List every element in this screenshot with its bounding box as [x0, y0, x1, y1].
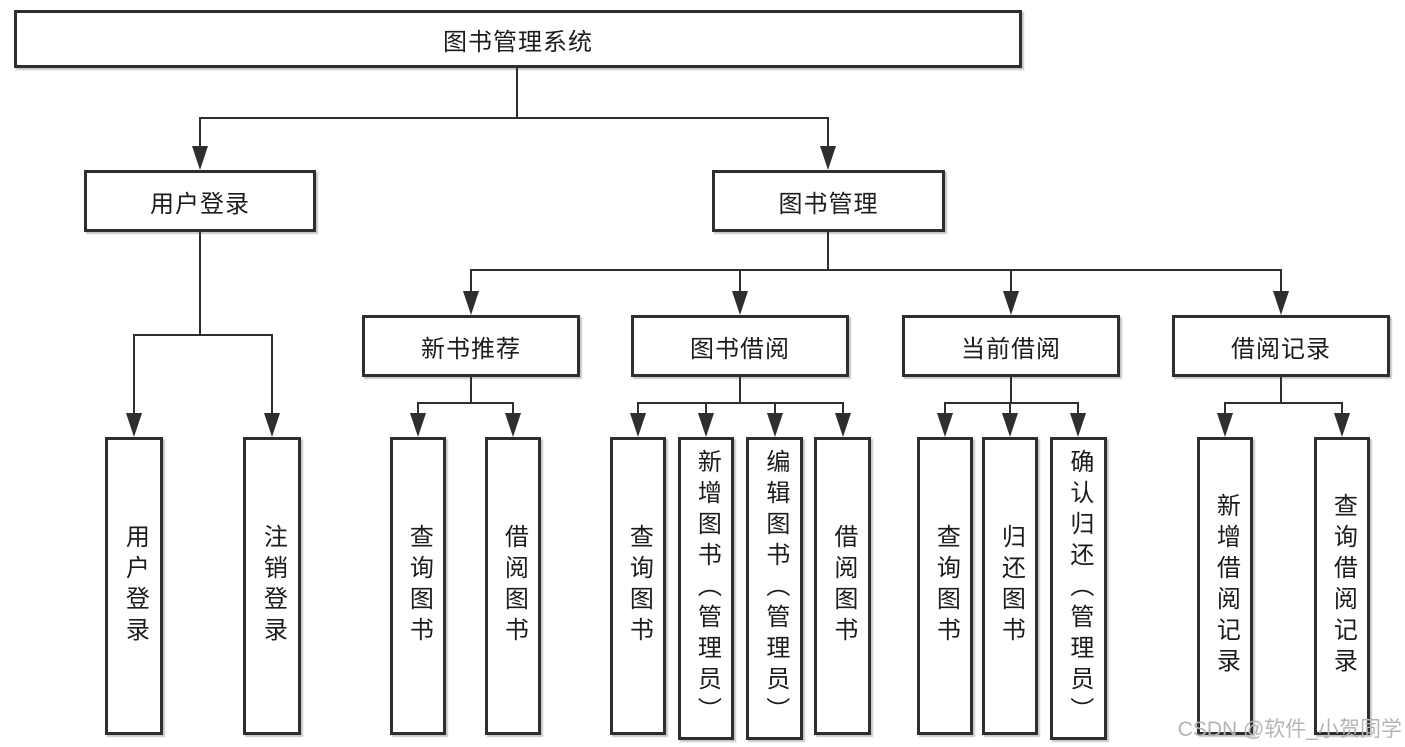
- leaf-logout-login-label: 注销登录: [259, 524, 287, 648]
- connector-drop: [271, 334, 273, 416]
- leaf-logout-login: 注销登录: [243, 437, 301, 735]
- leaf-edit-books-admin-label: 编辑图书（管理员）: [761, 449, 789, 728]
- arrow-down-icon: [1002, 413, 1018, 437]
- leaf-query-books-current-label: 查询图书: [932, 524, 960, 648]
- leaf-query-books-borrow-label: 查询图书: [625, 524, 653, 648]
- connector-bar: [637, 402, 844, 404]
- arrow-down-icon: [192, 146, 208, 170]
- node-borrowing-records: 借阅记录: [1172, 315, 1390, 377]
- leaf-return-books-label: 归还图书: [997, 524, 1025, 648]
- connector-bar: [133, 334, 273, 336]
- node-user-login: 用户登录: [84, 170, 316, 232]
- arrow-down-icon: [410, 413, 426, 437]
- arrow-down-icon: [505, 413, 521, 437]
- connector-stem: [199, 232, 201, 335]
- connector-stem: [1010, 377, 1012, 403]
- connector-drop: [1010, 269, 1012, 294]
- connector-drop: [1280, 269, 1282, 294]
- leaf-user-login: 用户登录: [105, 437, 163, 735]
- leaf-return-books: 归还图书: [982, 437, 1038, 735]
- arrow-down-icon: [463, 291, 479, 315]
- connector-drop: [1077, 402, 1079, 416]
- connector-stem: [827, 232, 829, 270]
- node-library-management-system: 图书管理系统: [14, 10, 1022, 68]
- node-new-book-recommendation: 新书推荐: [362, 315, 580, 377]
- arrow-down-icon: [1217, 413, 1233, 437]
- connector-drop: [1224, 402, 1226, 416]
- arrow-down-icon: [264, 413, 280, 437]
- leaf-borrow-books-borrow: 借阅图书: [814, 437, 871, 735]
- connector-drop: [842, 402, 844, 416]
- leaf-borrow-books-borrow-label: 借阅图书: [829, 524, 857, 648]
- csdn-watermark: CSDN @软件_小贺同学: [1177, 718, 1402, 741]
- arrow-down-icon: [835, 413, 851, 437]
- arrow-down-icon: [732, 291, 748, 315]
- connector-drop: [739, 269, 741, 294]
- connector-bar: [944, 402, 1079, 404]
- connector-bar: [470, 269, 1282, 271]
- arrow-down-icon: [1003, 291, 1019, 315]
- leaf-confirm-return-admin: 确认归还（管理员）: [1050, 437, 1107, 740]
- connector-drop: [1009, 402, 1011, 416]
- connector-drop: [637, 402, 639, 416]
- arrow-down-icon: [767, 413, 783, 437]
- node-book-borrowing: 图书借阅: [631, 315, 849, 377]
- connector-stem: [739, 377, 741, 403]
- connector-stem: [470, 377, 472, 403]
- connector-drop: [827, 117, 829, 149]
- connector-drop: [944, 402, 946, 416]
- leaf-add-books-admin: 新增图书（管理员）: [678, 437, 734, 740]
- leaf-add-borrow-record-label: 新增借阅记录: [1212, 493, 1240, 679]
- arrow-down-icon: [1273, 291, 1289, 315]
- arrow-down-icon: [126, 413, 142, 437]
- arrow-down-icon: [1070, 413, 1086, 437]
- connector-drop: [133, 334, 135, 416]
- connector-bar: [417, 402, 514, 404]
- leaf-query-books-current: 查询图书: [917, 437, 973, 735]
- connector-stem: [1280, 377, 1282, 403]
- leaf-edit-books-admin: 编辑图书（管理员）: [746, 437, 803, 740]
- arrow-down-icon: [937, 413, 953, 437]
- leaf-borrow-books-recommend-label: 借阅图书: [500, 524, 528, 648]
- arrow-down-icon: [630, 413, 646, 437]
- leaf-user-login-label: 用户登录: [121, 524, 149, 648]
- leaf-query-books-recommend: 查询图书: [390, 437, 446, 735]
- leaf-add-borrow-record: 新增借阅记录: [1197, 437, 1253, 735]
- connector-drop: [774, 402, 776, 416]
- connector-drop: [1341, 402, 1343, 416]
- arrow-down-icon: [698, 413, 714, 437]
- node-current-borrowing: 当前借阅: [902, 315, 1120, 377]
- leaf-query-borrow-record-label: 查询借阅记录: [1329, 493, 1357, 679]
- connector-drop: [199, 117, 201, 149]
- leaf-query-borrow-record: 查询借阅记录: [1314, 437, 1370, 735]
- node-book-management: 图书管理: [712, 170, 945, 232]
- leaf-confirm-return-admin-label: 确认归还（管理员）: [1065, 449, 1093, 728]
- arrow-down-icon: [1334, 413, 1350, 437]
- connector-bar: [199, 117, 829, 119]
- connector-drop: [705, 402, 707, 416]
- leaf-query-books-borrow: 查询图书: [610, 437, 666, 735]
- leaf-query-books-recommend-label: 查询图书: [405, 524, 433, 648]
- arrow-down-icon: [820, 146, 836, 170]
- connector-stem: [516, 68, 518, 118]
- connector-drop: [417, 402, 419, 416]
- leaf-add-books-admin-label: 新增图书（管理员）: [693, 449, 721, 728]
- connector-drop: [512, 402, 514, 416]
- leaf-borrow-books-recommend: 借阅图书: [485, 437, 541, 735]
- connector-drop: [470, 269, 472, 294]
- connector-bar: [1224, 402, 1343, 404]
